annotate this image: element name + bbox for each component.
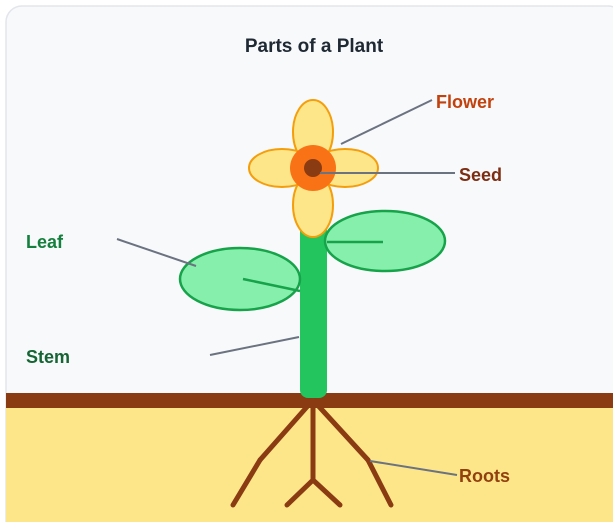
- label-seed: Seed: [459, 165, 502, 185]
- stem: [300, 218, 327, 398]
- diagram-title: Parts of a Plant: [245, 36, 384, 57]
- label-roots: Roots: [459, 466, 510, 486]
- label-flower: Flower: [436, 92, 494, 112]
- label-stem: Stem: [26, 347, 70, 367]
- seed: [304, 159, 322, 177]
- leaf-left: [180, 248, 300, 310]
- soil-area: [6, 400, 613, 522]
- label-leaf: Leaf: [26, 232, 64, 252]
